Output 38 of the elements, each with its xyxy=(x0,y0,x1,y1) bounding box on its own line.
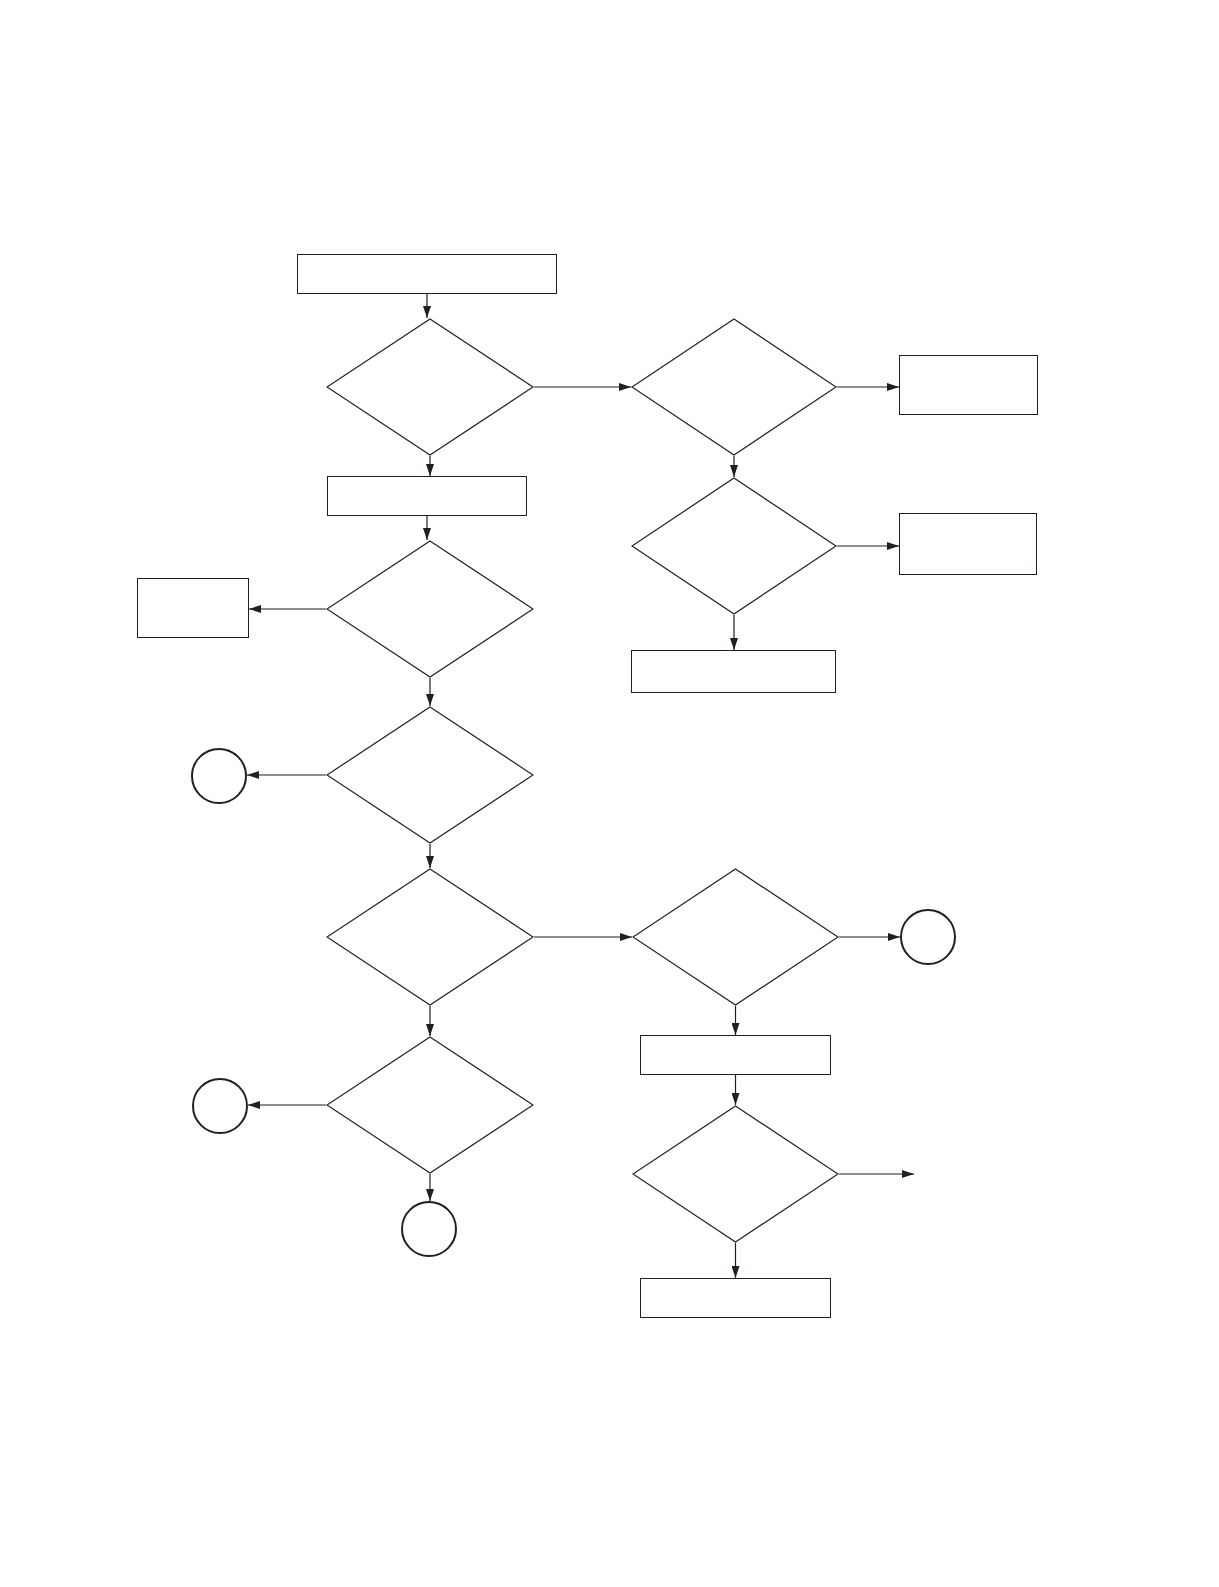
process-box xyxy=(631,650,836,693)
arrow xyxy=(423,515,431,541)
arrow xyxy=(836,542,900,550)
process-box xyxy=(899,513,1037,575)
arrow xyxy=(731,1005,740,1036)
arrow xyxy=(247,1101,327,1109)
decision-diamond xyxy=(632,1105,839,1243)
arrow xyxy=(246,771,327,779)
arrow xyxy=(533,933,633,941)
process-box xyxy=(137,578,249,638)
process-box xyxy=(899,355,1038,415)
decision-diamond xyxy=(631,477,837,615)
decision-diamond xyxy=(632,868,839,1006)
arrow xyxy=(426,1173,434,1202)
arrow xyxy=(426,677,434,707)
process-box xyxy=(297,254,557,294)
arrow xyxy=(426,455,434,477)
arrow xyxy=(836,383,900,391)
decision-diamond xyxy=(326,706,534,844)
arrow xyxy=(248,605,327,613)
arrow xyxy=(838,933,901,941)
arrow xyxy=(730,455,738,478)
arrow xyxy=(426,843,434,869)
process-box xyxy=(640,1035,831,1075)
decision-diamond xyxy=(326,540,534,678)
arrow xyxy=(423,293,431,319)
arrow xyxy=(838,1170,915,1178)
decision-diamond xyxy=(326,318,534,456)
decision-diamond xyxy=(326,1036,534,1174)
arrow xyxy=(426,1005,434,1037)
arrow xyxy=(731,1074,740,1106)
decision-diamond xyxy=(631,318,837,456)
arrow xyxy=(533,383,632,391)
process-box xyxy=(327,476,527,516)
arrow xyxy=(730,614,738,651)
process-box xyxy=(640,1278,831,1318)
arrow xyxy=(731,1242,740,1279)
decision-diamond xyxy=(326,868,534,1006)
